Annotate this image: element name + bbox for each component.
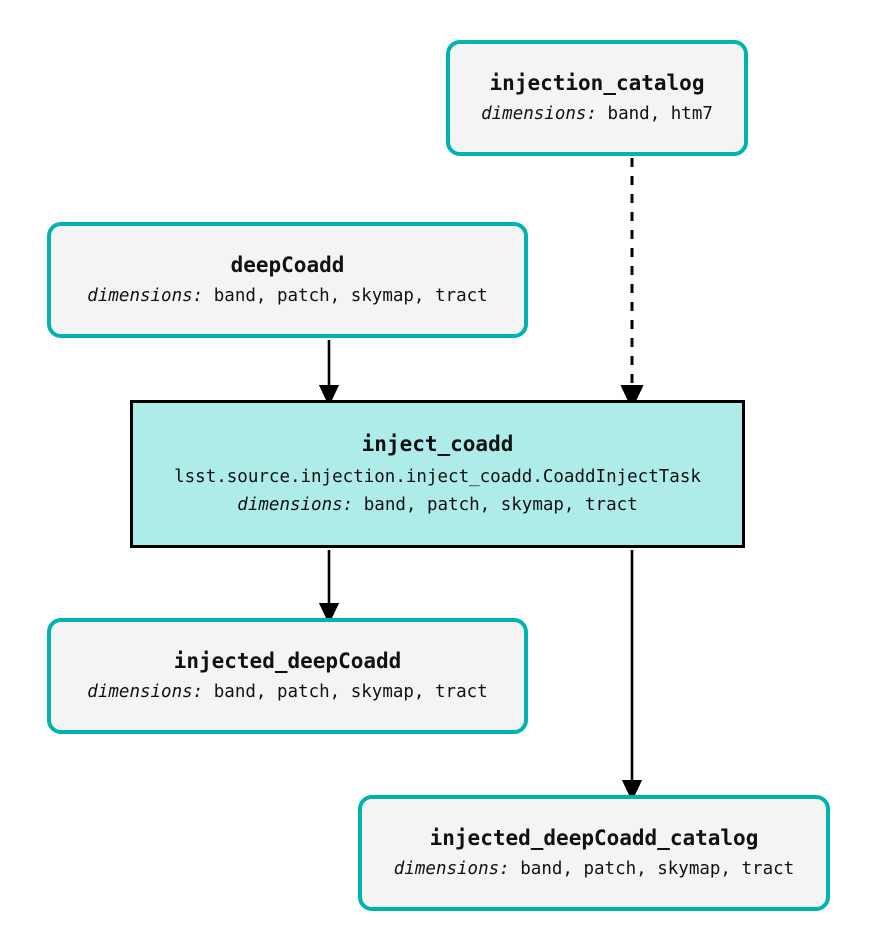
dataset-node-injected-deepcoadd[interactable]: injected_deepCoadd dimensions: band, pat…	[47, 618, 528, 734]
node-title: inject_coadd	[361, 432, 514, 457]
dimensions-value: band, patch, skymap, tract	[363, 494, 638, 515]
dimensions-value: band, htm7	[607, 104, 713, 125]
dimensions-label: dimensions:	[237, 494, 354, 515]
task-node-inject-coadd[interactable]: inject_coadd lsst.source.injection.injec…	[130, 400, 745, 548]
dimensions-value: band, patch, skymap, tract	[213, 682, 488, 703]
dimensions-label: dimensions:	[481, 104, 597, 125]
dataset-node-injected-deepcoadd-catalog[interactable]: injected_deepCoadd_catalog dimensions: b…	[358, 795, 830, 911]
node-dimensions: dimensions: band, htm7	[481, 104, 713, 125]
node-title: injected_deepCoadd	[173, 648, 402, 673]
node-title: deepCoadd	[230, 252, 345, 277]
dimensions-label: dimensions:	[87, 682, 204, 703]
dimensions-value: band, patch, skymap, tract	[213, 286, 488, 307]
dimensions-label: dimensions:	[393, 859, 510, 880]
node-title: injected_deepCoadd_catalog	[429, 825, 759, 850]
dimensions-value: band, patch, skymap, tract	[520, 859, 795, 880]
node-title: injection_catalog	[489, 70, 705, 95]
dataset-node-injection-catalog[interactable]: injection_catalog dimensions: band, htm7	[446, 40, 748, 156]
node-dimensions: dimensions: band, patch, skymap, tract	[87, 682, 487, 703]
node-dimensions: dimensions: band, patch, skymap, tract	[87, 286, 487, 307]
node-dimensions: dimensions: band, patch, skymap, tract	[237, 495, 637, 516]
dataset-node-deepcoadd[interactable]: deepCoadd dimensions: band, patch, skyma…	[47, 222, 528, 338]
dimensions-label: dimensions:	[87, 286, 204, 307]
node-class-path: lsst.source.injection.inject_coadd.Coadd…	[174, 466, 701, 487]
node-dimensions: dimensions: band, patch, skymap, tract	[394, 859, 794, 880]
